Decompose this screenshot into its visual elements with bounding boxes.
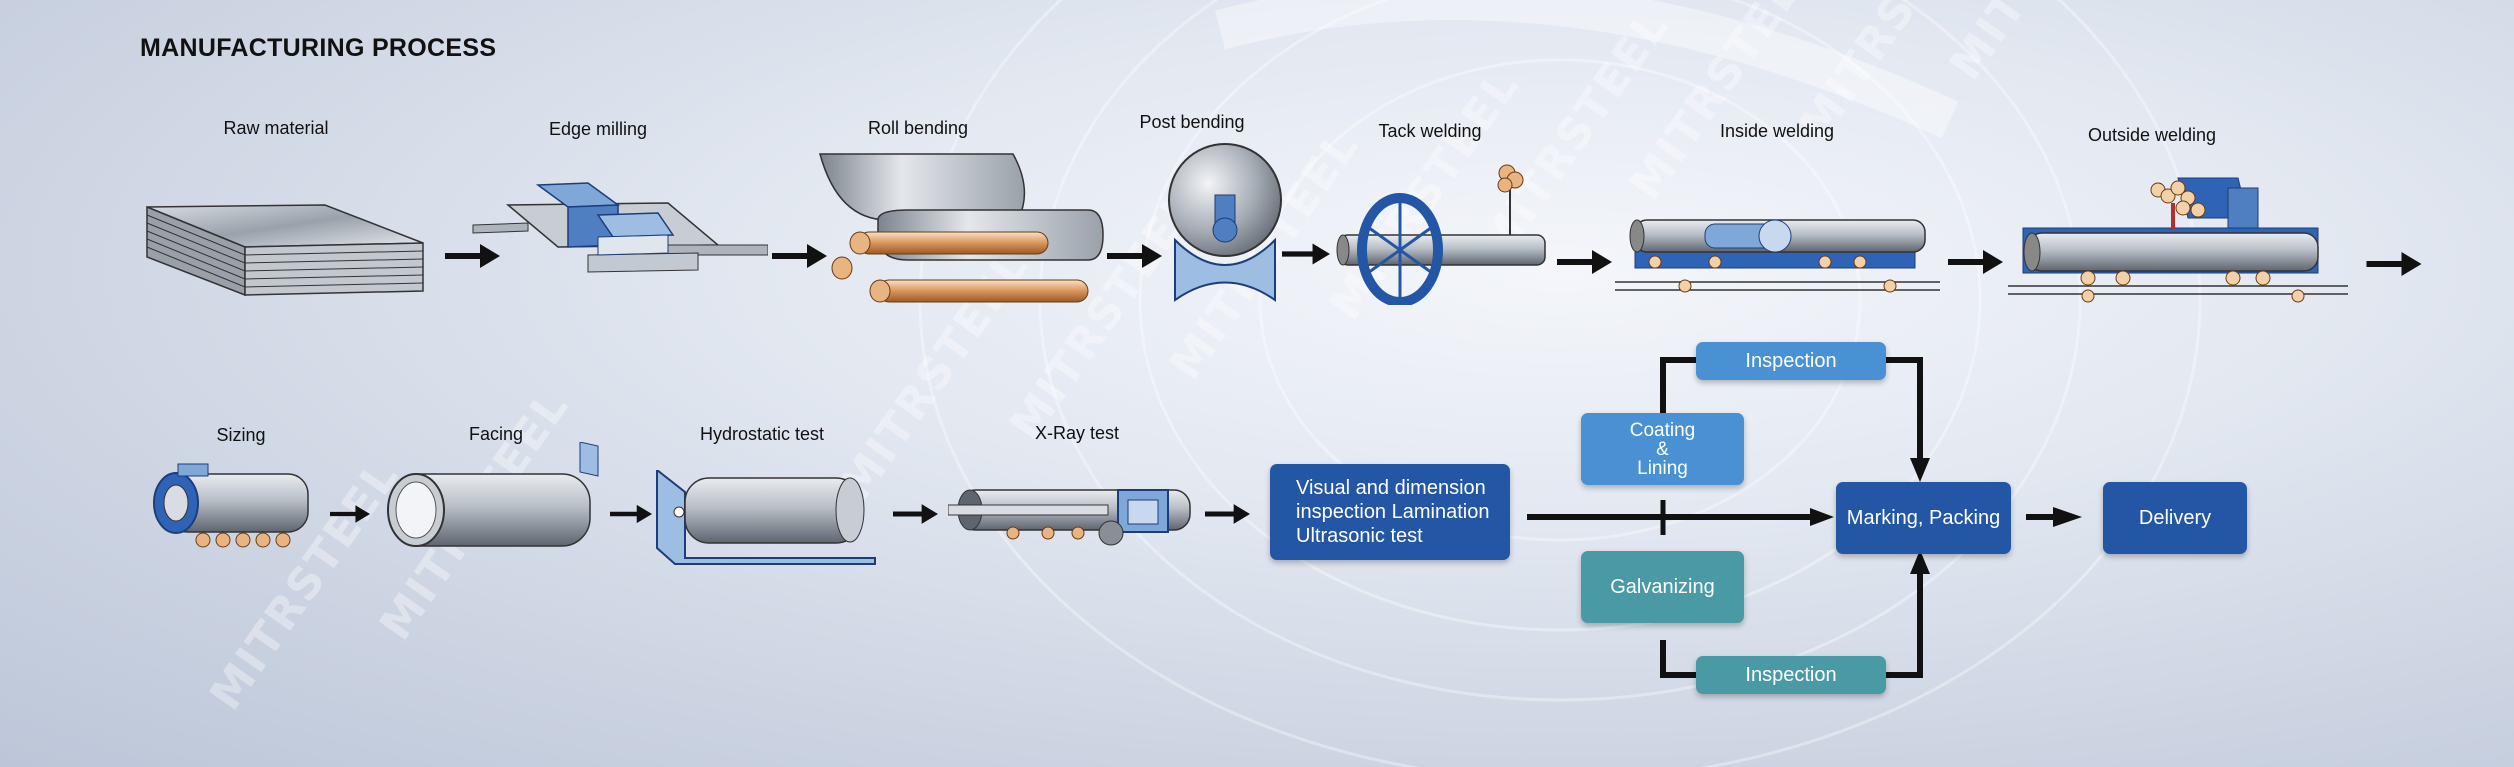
galvanizing-box: Galvanizing [1581, 551, 1744, 623]
inspection-bottom-label: Inspection [1745, 664, 1837, 686]
flow-connectors [1527, 357, 2082, 678]
flow-arrow [1948, 250, 2003, 274]
page-title: MANUFACTURING PROCESS [140, 34, 497, 62]
flow-arrow [610, 504, 652, 524]
inspection-bottom-box: Inspection [1696, 656, 1886, 694]
raw-material-illustration [146, 204, 424, 297]
hydrostatic-test-illustration [656, 470, 876, 565]
inspection-tests-box: Visual and dimension inspection Laminati… [1270, 464, 1510, 560]
step-label-roll-bending: Roll bending [867, 118, 969, 138]
inspection-tests-line: Ultrasonic test [1296, 525, 1423, 547]
marking-packing-label: Marking, Packing [1846, 507, 2001, 529]
flow-arrow [1282, 243, 1330, 265]
inspection-top-box: Inspection [1696, 342, 1886, 380]
step-label-sizing: Sizing [216, 425, 266, 445]
edge-milling-illustration [472, 182, 768, 273]
step-label-post-bending: Post bending [1139, 112, 1245, 132]
step-label-hydrostatic-test: Hydrostatic test [699, 424, 825, 444]
xray-test-illustration [948, 489, 1191, 546]
inspection-tests-line: inspection Lamination [1296, 501, 1490, 523]
flow-arrow [2366, 252, 2422, 276]
step-label-xray-test: X-Ray test [1034, 423, 1120, 443]
post-bending-illustration [1168, 143, 1282, 302]
flow-arrow [1557, 250, 1612, 274]
coating-ampersand: & [1656, 438, 1669, 460]
flow-arrow [1107, 244, 1162, 268]
step-label-inside-welding: Inside welding [1719, 121, 1835, 141]
flow-arrow [330, 505, 370, 523]
step-label-raw-material: Raw material [223, 118, 329, 138]
sizing-illustration [153, 463, 309, 548]
delivery-label: Delivery [2138, 507, 2212, 529]
coating-lining-box: Coating & Lining [1581, 413, 1744, 485]
lining-label: Lining [1637, 457, 1688, 479]
step-label-edge-milling: Edge milling [548, 119, 648, 139]
coating-label: Coating [1629, 419, 1696, 441]
flow-arrow [1205, 504, 1250, 524]
inside-welding-illustration [1615, 219, 1940, 293]
step-label-outside-welding: Outside welding [2087, 125, 2217, 145]
flow-arrow [445, 244, 500, 268]
flow-arrow [893, 504, 938, 524]
facing-illustration [387, 442, 599, 547]
inspection-top-label: Inspection [1745, 350, 1837, 372]
flow-arrow [772, 244, 827, 268]
outside-welding-illustration [2008, 177, 2348, 303]
step-label-tack-welding: Tack welding [1378, 121, 1482, 141]
tack-welding-illustration [1336, 164, 1546, 305]
inspection-tests-line: Visual and dimension [1296, 477, 1486, 499]
roll-bending-illustration [819, 153, 1104, 303]
delivery-box: Delivery [2103, 482, 2247, 554]
galvanizing-label: Galvanizing [1610, 576, 1715, 598]
marking-packing-box: Marking, Packing [1836, 482, 2011, 554]
step-label-facing: Facing [468, 424, 524, 444]
